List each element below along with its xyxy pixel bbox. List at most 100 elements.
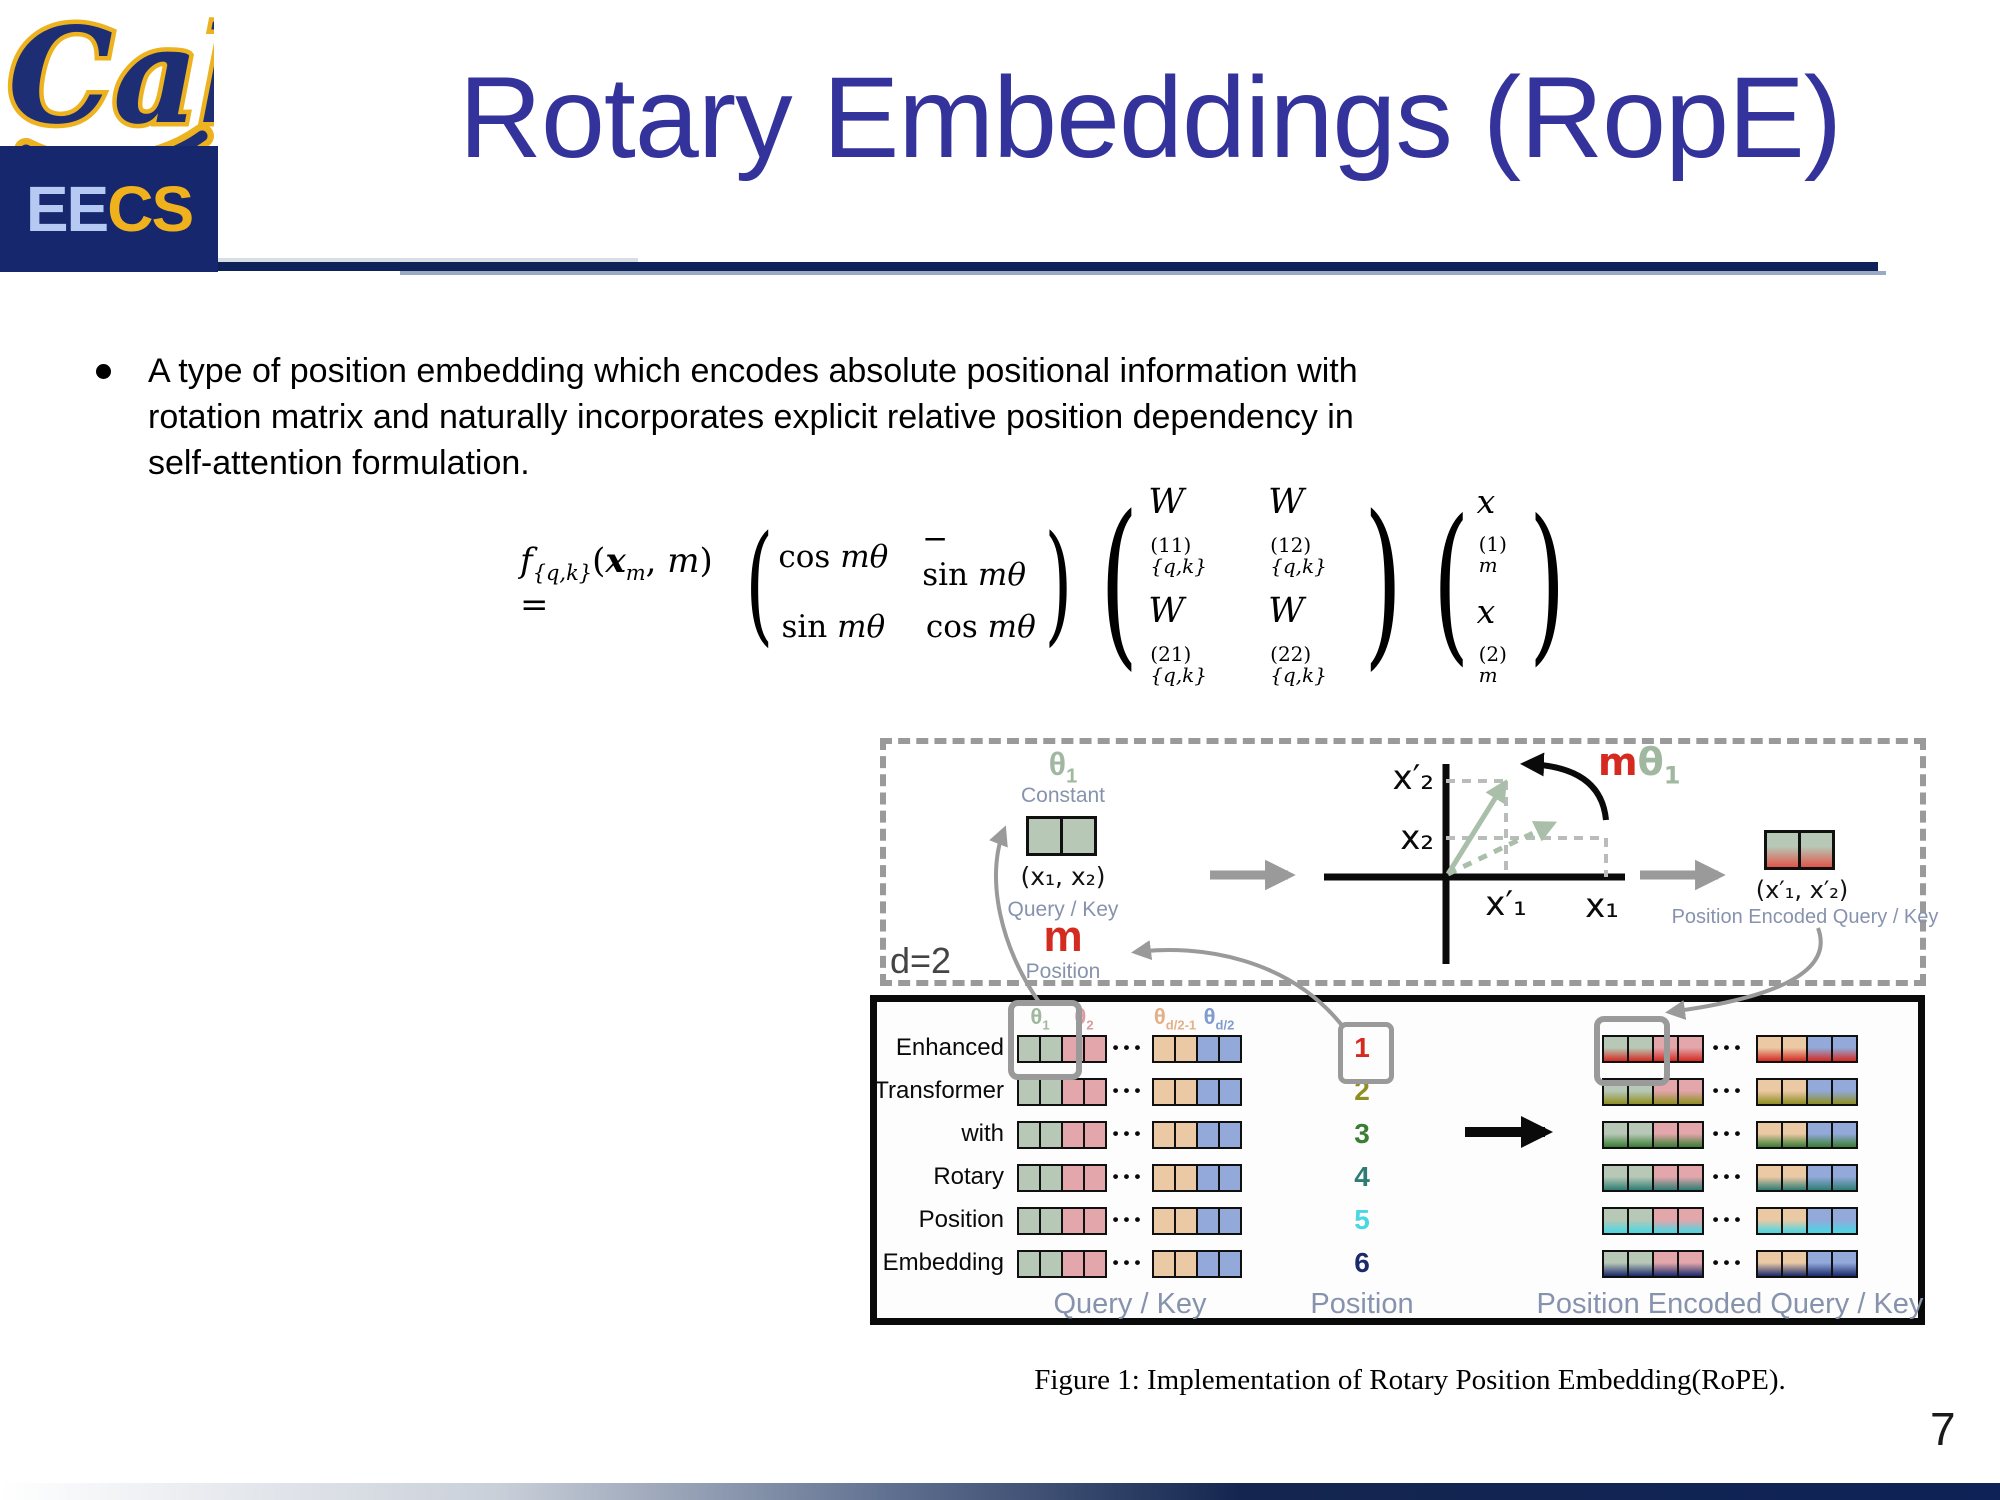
theta1-highlight-box [1008,1000,1082,1080]
formula-open-paren: ( [592,541,606,581]
token-cell [1083,1250,1107,1278]
formula-f: f [520,541,533,581]
header-rule [218,262,1878,271]
token-cell [1196,1164,1220,1192]
bullet-line: self-attention formulation. [148,444,530,482]
formula-equals: ) = [520,541,713,625]
eecs-cs-text: CS [107,173,194,245]
token-cell [1061,1121,1085,1149]
token-cell [1083,1078,1107,1106]
token-cell [1806,1250,1833,1278]
cal-text: Cal [8,2,214,154]
token-cell [1017,1207,1041,1235]
axis-label-x1: x₁ [1585,886,1619,926]
page-number: 7 [1930,1403,1956,1455]
rotation-matrix: cos mθ − sin mθ sin mθ cos mθ [778,521,1039,645]
token-cell [1602,1121,1629,1149]
bullet-text: A type of position embedding which encod… [148,348,1608,486]
token-cell [1152,1078,1176,1106]
token-cell [1677,1121,1704,1149]
token-cell [1174,1164,1198,1192]
token-cell [1756,1078,1783,1106]
formula-m: m [667,541,700,581]
formula-lhs: f{q,k}(xm, m) = [520,541,734,625]
token-cell [1806,1078,1833,1106]
token-cell [1039,1207,1063,1235]
lparen-icon: ( [1099,478,1139,687]
vector-cell [1060,816,1097,856]
token-cell [1061,1078,1085,1106]
formula-f-sub: {q,k} [532,561,593,585]
ellipsis: ••• [1112,1210,1146,1229]
theta-header: θ1 [1030,1004,1050,1033]
bullet-line: rotation matrix and naturally incorporat… [148,398,1354,436]
token-cell [1652,1164,1679,1192]
m-position-label: m [1043,912,1083,961]
rparen-icon: ) [1363,478,1403,687]
token-cell [1218,1164,1242,1192]
position-label: Position [1025,960,1101,983]
x1p-x2p-label: (x′₁, x′₂) [1755,876,1849,904]
token-cell [1061,1207,1085,1235]
theta-header: θd/2 [1203,1004,1235,1033]
footer-bar [0,1483,2000,1500]
page-title: Rotary Embeddings (RopE) [458,54,1842,182]
ellipsis: ••• [1712,1167,1746,1186]
matrix-cell: W(22){q,k} [1268,591,1327,687]
token-cell [1756,1121,1783,1149]
token-cell [1627,1207,1654,1235]
matrix-cell: cos mθ [925,609,1036,645]
constant-label: Constant [1020,784,1106,807]
matrix-cell: − sin mθ [922,521,1026,593]
ellipsis: ••• [1112,1253,1146,1272]
token-cell [1174,1207,1198,1235]
formula-x: x [605,541,626,581]
token-cell [1781,1078,1808,1106]
token-label: Rotary [933,1163,1004,1190]
d-equals-2-label: d=2 [890,940,952,981]
position-number: 4 [1354,1161,1370,1192]
token-cell [1831,1164,1858,1192]
theta1-label: θ1 [1048,746,1078,788]
position-number: 1 [1354,1032,1370,1063]
token-cell [1781,1207,1808,1235]
token-cell [1831,1078,1858,1106]
rparen-icon: ) [1044,507,1073,659]
token-cell [1174,1078,1198,1106]
token-cell [1218,1207,1242,1235]
token-cell [1083,1035,1107,1063]
cal-logo: Cal [6,2,214,174]
token-cell [1196,1250,1220,1278]
formula-x-sub: m [625,561,646,585]
token-cell [1806,1207,1833,1235]
ellipsis: ••• [1712,1210,1746,1229]
input-vector: x(1)m x(2)m [1477,482,1522,686]
token-cell [1039,1078,1063,1106]
rparen-icon: ) [1528,484,1566,682]
token-cell [1039,1121,1063,1149]
token-cell [1017,1121,1041,1149]
matrix-cell: W(21){q,k} [1148,591,1208,687]
encoded-pair-box [1764,830,1835,870]
token-label: with [961,1120,1004,1147]
token-cell [1152,1250,1176,1278]
token-cell [1781,1250,1808,1278]
matrix-cell: cos mθ [778,539,889,575]
token-cell [1677,1078,1704,1106]
token-cell [1218,1250,1242,1278]
vector-cell [1798,830,1835,870]
token-cell [1152,1164,1176,1192]
token-cell [1218,1035,1242,1063]
token-cell [1061,1164,1085,1192]
header-rule-accent [400,271,1886,275]
token-cell [1781,1164,1808,1192]
bullet-line: A type of position embedding which encod… [148,352,1358,390]
eecs-ee-text: EE [25,173,109,245]
token-cell [1781,1035,1808,1063]
token-cell [1781,1121,1808,1149]
ellipsis: ••• [1112,1124,1146,1143]
token-cell [1218,1078,1242,1106]
token-cell [1174,1035,1198,1063]
